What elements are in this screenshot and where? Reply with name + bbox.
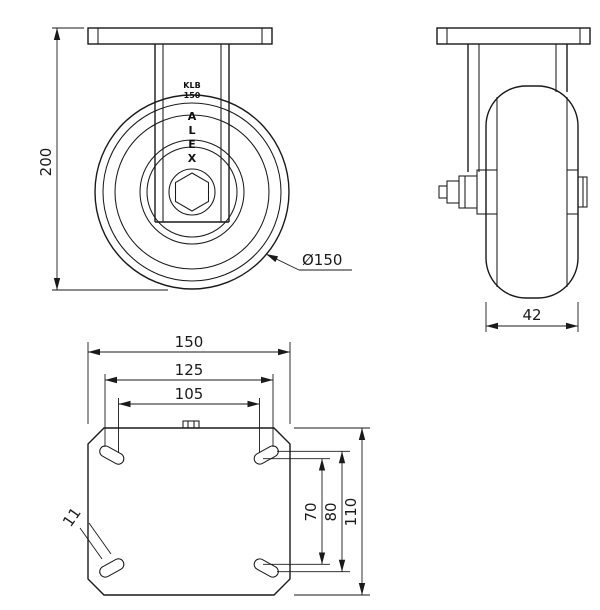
mount-slot-top-right xyxy=(253,445,279,465)
dim-overall-height: 200 xyxy=(37,27,168,291)
brand-model-label: 150 xyxy=(184,91,201,100)
fork-side xyxy=(467,44,568,172)
plate-outline xyxy=(87,427,291,596)
dim-80-label: 80 xyxy=(322,502,340,521)
wheel-side xyxy=(485,85,579,299)
axle-hex-nut xyxy=(174,172,210,212)
dim-bolt-span-max: 125 xyxy=(104,361,274,447)
plate-tab xyxy=(182,420,200,429)
dim-wheel-diameter: Ø150 xyxy=(265,251,352,271)
dim-200-label: 200 xyxy=(37,148,55,177)
dim-125-label: 125 xyxy=(175,361,204,379)
fork-stem xyxy=(154,44,230,223)
top-plate-front xyxy=(87,27,273,45)
dim-42-label: 42 xyxy=(522,306,541,324)
wheel-front xyxy=(94,94,290,290)
mount-slot-bottom-right xyxy=(253,558,279,578)
dim-150-label: 150 xyxy=(175,333,204,351)
dim-plate-depth: 110 xyxy=(294,427,370,596)
dim-105-label: 105 xyxy=(175,385,204,403)
brand-letter-x: X xyxy=(188,152,197,165)
brand-klb-label: KLB xyxy=(183,81,200,90)
side-view: 42 xyxy=(436,27,591,332)
brand-letter-a: A xyxy=(188,110,197,123)
dim-bolt-vspan-max: 80 xyxy=(277,450,350,573)
dim-plate-width: 150 xyxy=(87,333,291,424)
plate-bottom-view: 150 125 105 70 80 xyxy=(59,333,370,596)
dim-wheel-width: 42 xyxy=(485,302,579,332)
dim-11-label: 11 xyxy=(59,504,85,530)
brand-marking: KLB 150 A L E X xyxy=(183,81,200,165)
front-view: KLB 150 A L E X 200 Ø150 xyxy=(37,27,352,291)
dim-110-label: 110 xyxy=(342,498,360,527)
brand-letter-e: E xyxy=(188,138,196,151)
dim-slot-width: 11 xyxy=(59,504,112,560)
dim-bolt-vspan-min: 70 xyxy=(263,458,330,565)
brand-letter-l: L xyxy=(188,124,195,137)
mounting-slots xyxy=(99,445,279,578)
top-plate-side xyxy=(436,27,591,45)
axle-bolt xyxy=(438,169,588,215)
dim-bolt-span-min: 105 xyxy=(118,385,260,453)
dim-70-label: 70 xyxy=(302,502,320,521)
mount-slot-top-left xyxy=(99,445,125,465)
mount-slot-bottom-left xyxy=(99,558,125,578)
dim-diameter-label: Ø150 xyxy=(302,251,342,269)
